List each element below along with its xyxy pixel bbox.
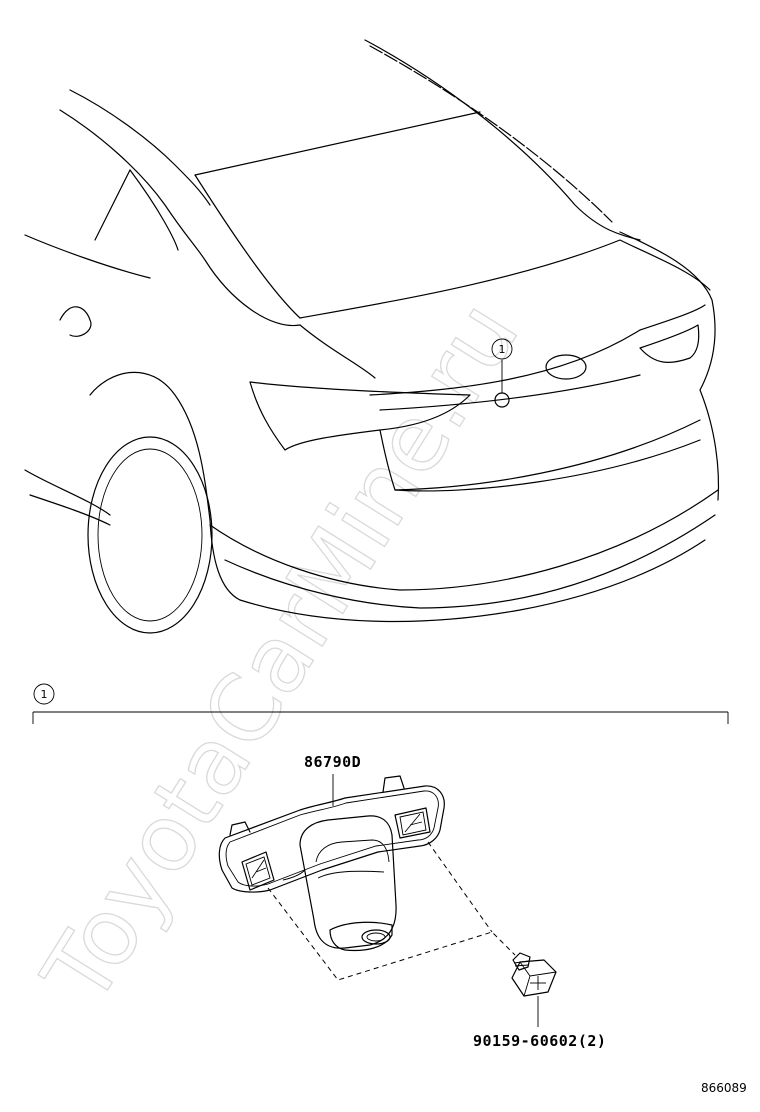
screw-part-number: 90159-60602(2) [473,1032,606,1050]
screw-illustration [511,952,557,1027]
callout-number: 1 [499,343,506,356]
section-marker: 1 [32,683,729,724]
car-rear-illustration: 1 [24,39,720,634]
rear-camera-assembly [218,774,516,981]
section-number: 1 [41,688,48,701]
camera-part-number: 86790D [304,753,361,771]
illustration-id: 866089 [701,1081,747,1095]
